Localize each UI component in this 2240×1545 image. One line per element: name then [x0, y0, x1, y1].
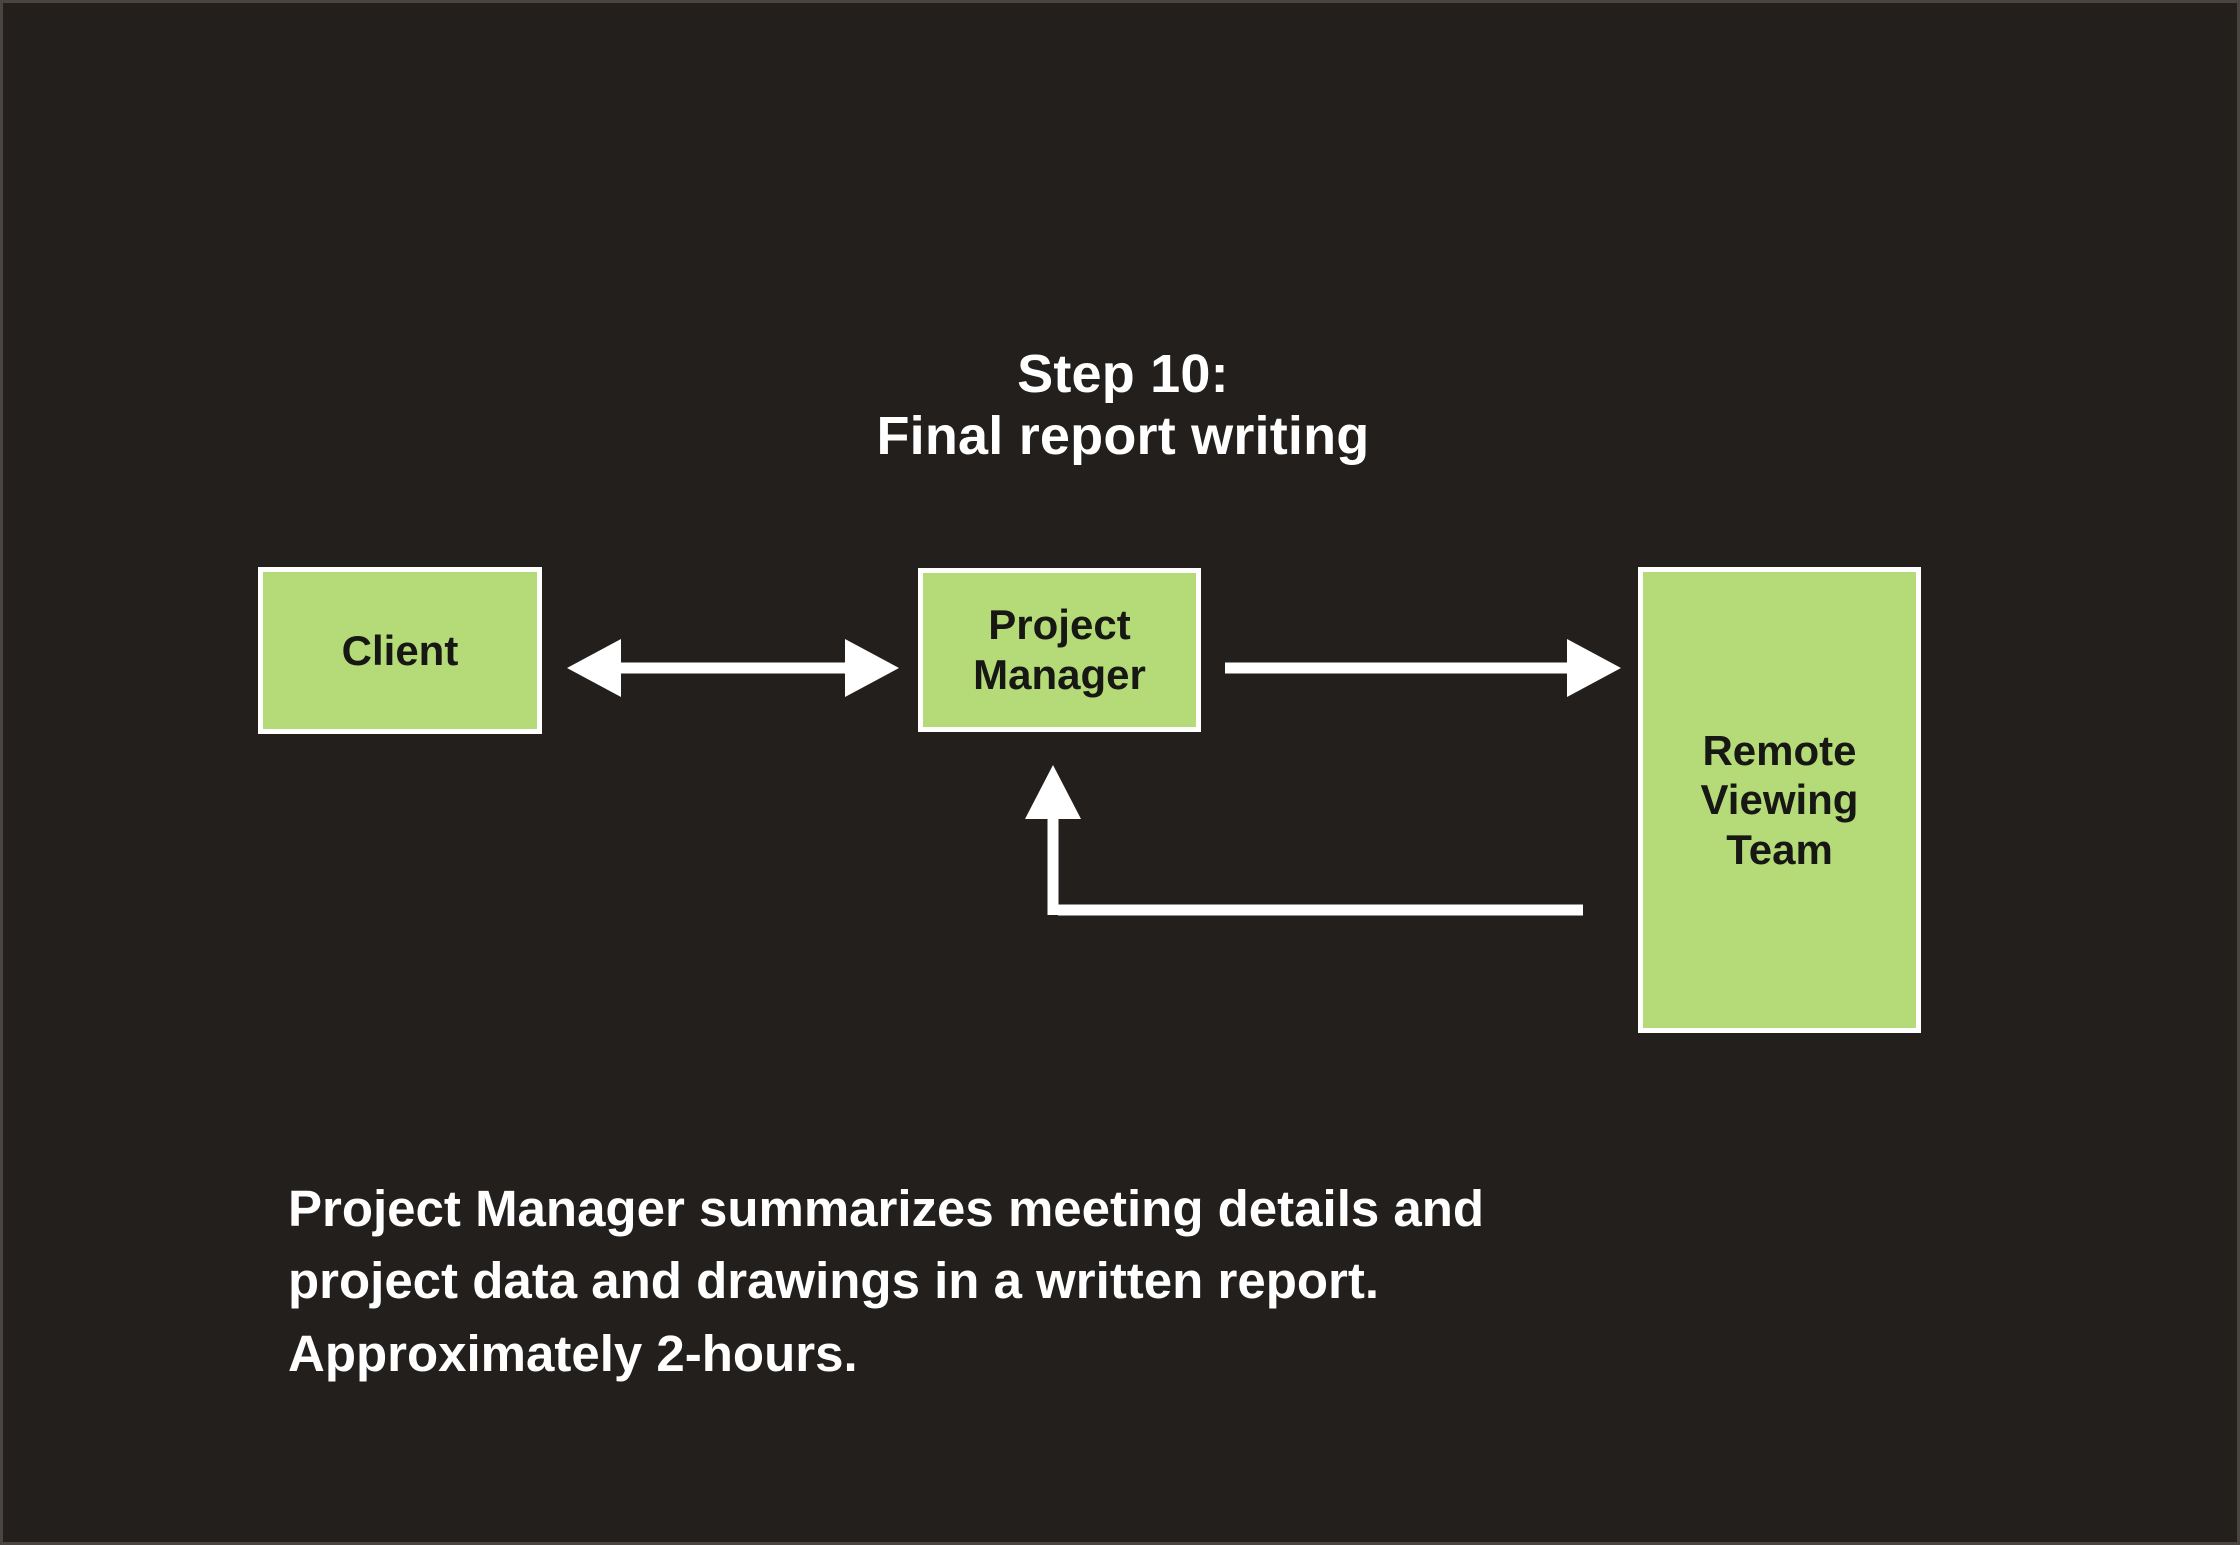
- title-line-2: Final report writing: [876, 406, 1370, 467]
- node-client: Client: [258, 567, 542, 734]
- caption-line-3: Approximately 2-hours.: [288, 1324, 858, 1382]
- title-line-1: Step 10:: [1017, 344, 1229, 404]
- connector-client-project-manager-double-arrow: [567, 639, 899, 697]
- caption-text: Project Manager summarizes meeting detai…: [288, 1173, 1588, 1390]
- page-title: Step 10: Final report writing: [3, 343, 2237, 467]
- node-remote-viewing-team: Remote Viewing Team: [1638, 567, 1921, 1033]
- caption-line-1: Project Manager summarizes meeting detai…: [288, 1180, 1485, 1237]
- node-project-manager-label: Project Manager: [973, 601, 1146, 698]
- node-project-manager: Project Manager: [918, 568, 1201, 732]
- node-remote-viewing-team-label: Remote Viewing Team: [1700, 726, 1859, 873]
- connector-remote-viewing-team-project-manager-elbow-arrow: [1025, 765, 1583, 916]
- node-client-label: Client: [341, 626, 459, 674]
- connector-project-manager-remote-viewing-team-arrow: [1225, 639, 1621, 697]
- caption-line-2: project data and drawings in a written r…: [288, 1252, 1379, 1310]
